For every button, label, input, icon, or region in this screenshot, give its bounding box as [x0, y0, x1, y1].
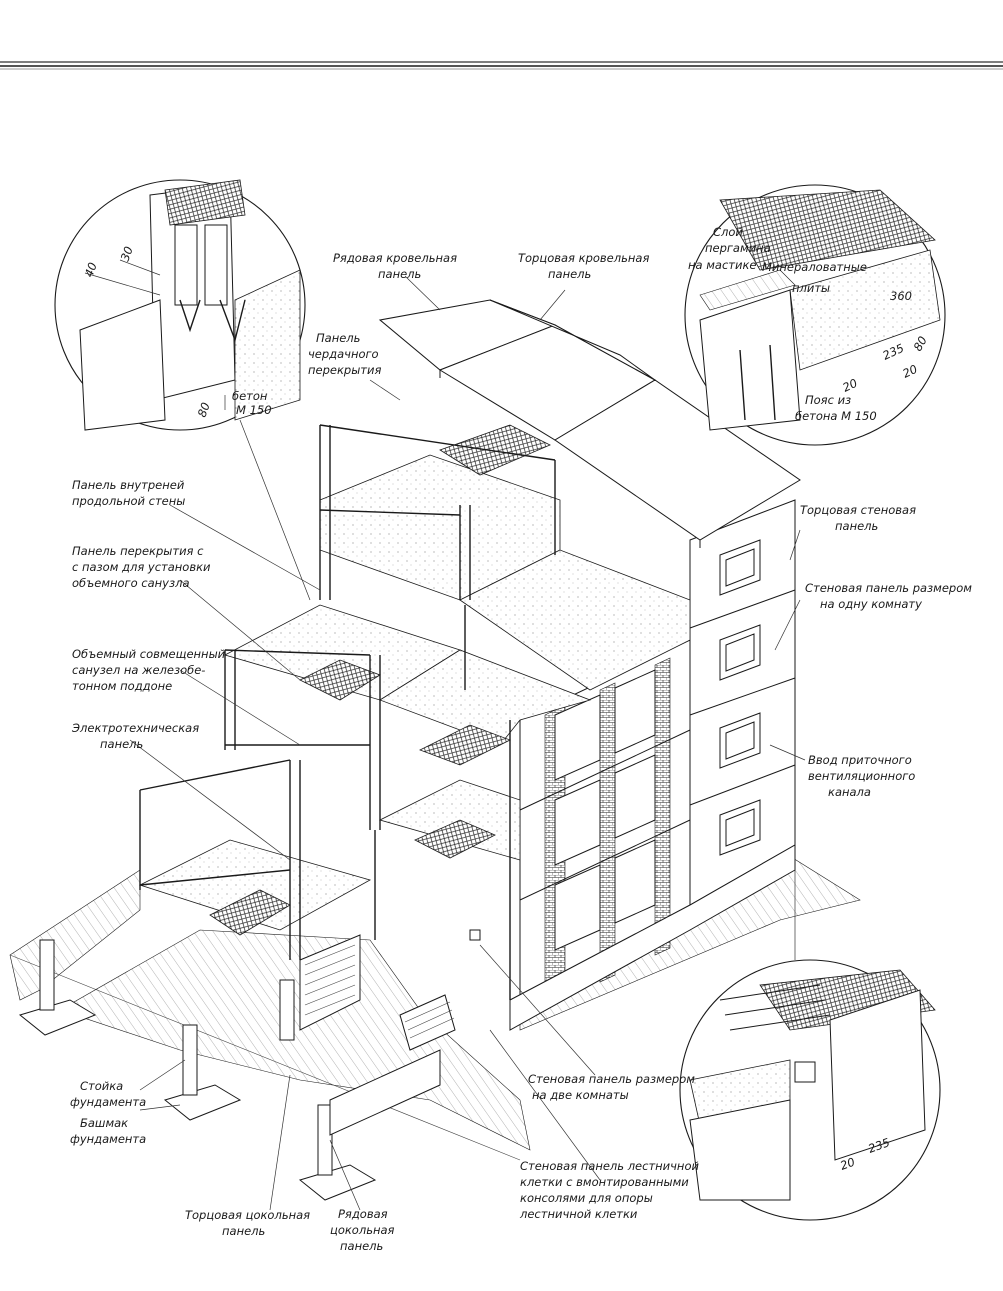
dim-360: 360 [890, 289, 912, 303]
label-ridge-row-2: панель [378, 267, 421, 281]
label-post-2: фундамента [70, 1095, 146, 1109]
label-one-room-2: на одну комнату [820, 597, 922, 611]
concrete-label-2: М 150 [236, 403, 272, 417]
dim-80-right: 80 [910, 334, 929, 354]
label-row-plinth-2: цокольная [330, 1223, 395, 1237]
label-stair-wall-3: консолями для опоры [520, 1191, 653, 1205]
detail-circle-top-right: Слой пергамина на мастике Минераловатные… [684, 184, 946, 446]
detail-circle-top-left: 40 30 80 бетон М 150 [54, 179, 306, 431]
belt-label-1: Пояс из [805, 393, 851, 407]
label-vent-3: канала [828, 785, 871, 799]
dim-40: 40 [82, 260, 100, 279]
label-end-plinth-1: Торцовая цокольная [185, 1208, 310, 1222]
detail-circle-bottom-right: 235 20 [679, 959, 941, 1221]
foundation-posts [18, 939, 441, 1201]
pergamin-label-1: Слой [713, 225, 743, 239]
mineral-label-2: плиты [792, 281, 830, 295]
label-attic-3: перекрытия [308, 363, 381, 377]
staircase [299, 934, 456, 1051]
label-sanitary-1: Объемный совмещенный [72, 647, 226, 661]
leader-lines [129, 275, 806, 1211]
vent-box [469, 929, 481, 941]
callout-labels: Рядовая кровельная панель Торцовая крове… [70, 251, 972, 1253]
structural-frame [139, 424, 556, 1000]
label-inner-wall-1: Панель внутреней [72, 478, 185, 492]
label-row-plinth-1: Рядовая [338, 1207, 388, 1221]
label-end-wall-2: панель [835, 519, 878, 533]
label-ridge-end-1: Торцовая кровельная [518, 251, 649, 265]
label-shoe-1: Башмак [80, 1116, 128, 1130]
label-post-1: Стойка [80, 1079, 123, 1093]
label-floor-panel-2: с пазом для установки [72, 560, 211, 574]
dim-80: 80 [195, 400, 213, 419]
building-right-facade [689, 499, 796, 906]
floor-slabs [138, 424, 691, 936]
label-sanitary-2: санузел на железобе- [72, 663, 205, 677]
dim-30: 30 [118, 244, 136, 263]
dim-20-bottom: 20 [838, 1155, 857, 1173]
label-ridge-row-1: Рядовая кровельная [333, 251, 457, 265]
label-sanitary-3: тонном поддоне [72, 679, 172, 693]
label-attic-1: Панель [316, 331, 360, 345]
label-stair-wall-2: клетки с вмонтированными [520, 1175, 689, 1189]
label-row-plinth-3: панель [340, 1239, 383, 1253]
label-floor-panel-1: Панель перекрытия с [72, 544, 204, 558]
label-vent-2: вентиляционного [808, 769, 915, 783]
label-floor-panel-3: объемного санузла [72, 576, 190, 590]
label-ridge-end-2: панель [548, 267, 591, 281]
roof [378, 299, 801, 548]
mineral-label-1: Минераловатные [762, 260, 867, 274]
label-one-room-1: Стеновая панель размером [805, 581, 972, 595]
pergamin-label-2: пергамина [705, 241, 771, 255]
belt-label-2: бетона М 150 [795, 409, 877, 423]
label-inner-wall-2: продольной стены [72, 494, 185, 508]
label-end-plinth-2: панель [222, 1224, 265, 1238]
top-border [0, 61, 1003, 70]
dim-20-a: 20 [900, 362, 919, 381]
label-end-wall-1: Торцовая стеновая [800, 503, 916, 517]
label-vent-1: Ввод приточного [808, 753, 912, 767]
concrete-label-1: бетон [232, 389, 268, 403]
dim-20-b: 20 [840, 376, 859, 395]
label-stair-wall-4: лестничной клетки [519, 1207, 638, 1221]
label-two-rooms-1: Стеновая панель размером [528, 1072, 695, 1086]
label-shoe-2: фундамента [70, 1132, 146, 1146]
pergamin-label-3: на мастике [688, 258, 756, 272]
label-stair-wall-1: Стеновая панель лестничной [520, 1159, 699, 1173]
label-two-rooms-2: на две комнаты [532, 1088, 629, 1102]
label-electro-2: панель [100, 737, 143, 751]
label-electro-1: Электротехническая [71, 721, 199, 735]
label-attic-2: чердачного [308, 347, 379, 361]
